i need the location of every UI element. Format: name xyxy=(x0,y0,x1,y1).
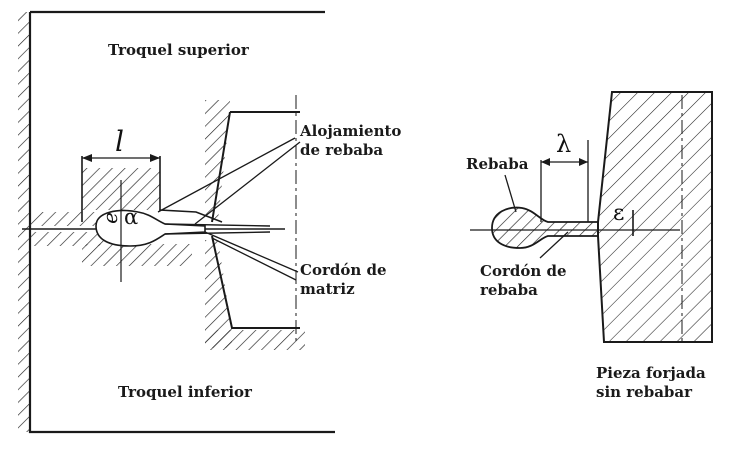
forged-part-assembly xyxy=(470,91,713,345)
label-flash-gutter-line2: de rebaba xyxy=(300,140,384,159)
dim-l-arrow-right xyxy=(150,154,160,162)
die-land-lower xyxy=(164,231,271,235)
lower-die-parting-hatch xyxy=(30,232,110,246)
flash-gutter-bubble xyxy=(95,209,206,247)
leader-gutter-2 xyxy=(194,141,301,225)
label-upper-die: Troquel superior xyxy=(108,41,249,59)
label-die-land-line2: matriz xyxy=(300,279,355,298)
label-flash-gutter-line1: Alojamiento xyxy=(300,122,402,140)
label-flash-land-line2: rebaba xyxy=(480,280,538,299)
leader-land-1 xyxy=(204,231,299,273)
dim-lambda-arrow-left xyxy=(541,158,550,166)
upper-die-parting-hatch xyxy=(30,212,100,226)
die-assembly xyxy=(18,10,335,434)
label-lower-die: Troquel inferior xyxy=(118,383,252,401)
lower-block-hatch xyxy=(205,240,232,348)
symbol-length: l xyxy=(115,125,124,158)
symbol-lambda: λ xyxy=(556,130,572,158)
label-flash-land: Cordón de rebaba xyxy=(480,262,567,300)
symbol-angle: α xyxy=(124,205,139,229)
dim-lambda-arrow-right xyxy=(579,158,588,166)
lower-block-bottom-hatch xyxy=(205,330,305,350)
die-left-wall-hatch xyxy=(18,12,30,432)
label-forged-part-line2: sin rebabar xyxy=(596,382,693,401)
flash-bulb xyxy=(491,206,599,249)
symbol-thickness: e xyxy=(97,212,122,224)
lower-die-gutter-hatch xyxy=(82,244,192,266)
leader-flash-land xyxy=(539,231,569,259)
symbol-epsilon: ε xyxy=(613,201,625,226)
die-land-upper xyxy=(164,223,271,227)
leader-flash xyxy=(504,174,517,213)
label-forged-part-line1: Pieza forjada xyxy=(596,364,706,382)
cavity-outline xyxy=(211,111,300,329)
label-flash-gutter: Alojamiento de rebaba xyxy=(300,122,401,160)
leader-gutter-1 xyxy=(157,137,296,213)
leader-land-2 xyxy=(211,237,297,281)
label-forged-part: Pieza forjada sin rebabar xyxy=(596,364,706,402)
upper-block-hatch xyxy=(205,100,230,220)
dim-l-arrow-left xyxy=(82,154,92,162)
label-flash: Rebaba xyxy=(466,155,529,173)
label-die-land-line1: Cordón de xyxy=(300,261,387,279)
label-flash-land-line1: Cordón de xyxy=(480,262,567,280)
label-die-land: Cordón de matriz xyxy=(300,261,387,299)
